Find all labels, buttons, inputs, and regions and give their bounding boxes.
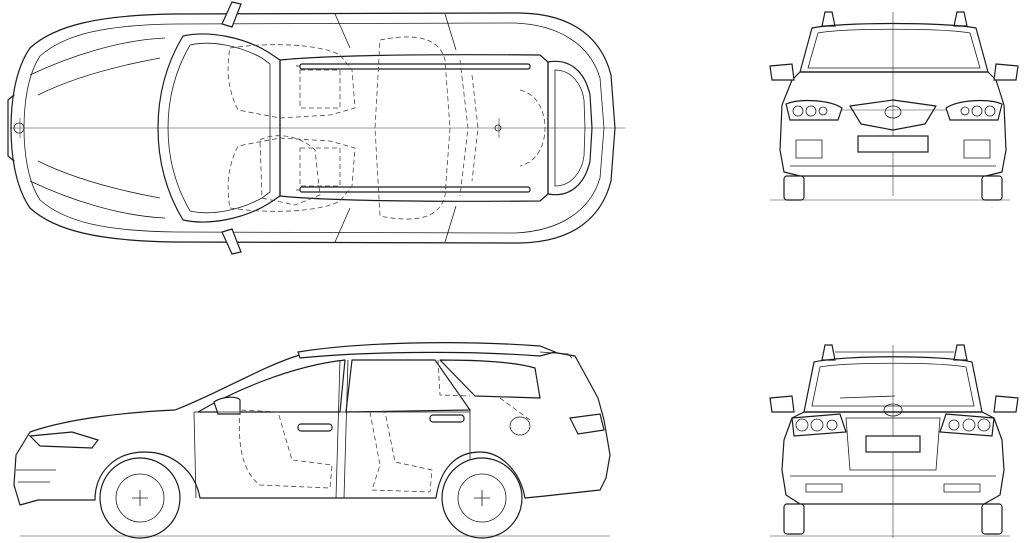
side-headlight	[28, 431, 99, 449]
side-seat-front	[238, 409, 333, 489]
rear-logo-icon	[883, 403, 903, 417]
front-body-outline	[779, 71, 1007, 177]
front-windshield	[799, 22, 989, 73]
rear-license-plate	[865, 435, 921, 453]
side-tail-light	[569, 413, 605, 435]
front-headlight-right	[945, 99, 1003, 121]
front-tire-left	[783, 175, 805, 201]
rear-view	[769, 344, 1019, 538]
top-rear-seat	[374, 36, 451, 220]
top-front-seat-left	[227, 44, 356, 119]
side-door-handle-rear	[429, 414, 465, 423]
front-logo-icon	[884, 105, 902, 119]
side-fuel-cap	[509, 416, 531, 436]
side-body-outline	[13, 345, 611, 506]
rear-window	[803, 356, 983, 413]
top-view	[7, 1, 625, 255]
front-mirror-left	[769, 63, 795, 81]
rear-tire-left	[783, 503, 805, 535]
front-mirror-right	[993, 63, 1019, 81]
top-mirror-left	[221, 1, 242, 28]
side-door-handle-front	[297, 423, 333, 432]
front-view	[769, 11, 1019, 201]
side-seat-rear	[369, 411, 433, 493]
rear-tail-light-right	[939, 413, 995, 437]
top-body-outline	[10, 12, 616, 244]
top-windshield	[157, 33, 281, 223]
rear-body-outline	[781, 411, 1005, 505]
side-window-quarter	[439, 359, 541, 399]
top-front-seat-right	[227, 137, 356, 212]
front-license-plate	[857, 135, 929, 153]
rear-mirror-right	[993, 395, 1019, 413]
front-headlight-left	[785, 99, 843, 121]
side-view	[13, 342, 611, 539]
side-mirror	[213, 396, 241, 415]
front-tire-right	[981, 175, 1003, 201]
side-window-rear	[345, 359, 471, 413]
side-roof-rail	[297, 342, 557, 359]
rear-mirror-left	[769, 395, 795, 413]
side-wheel-front	[99, 457, 181, 539]
rear-tire-right	[981, 503, 1003, 535]
side-wheel-rear	[441, 457, 523, 539]
top-mirror-right	[221, 228, 242, 255]
rear-tail-light-left	[791, 413, 847, 437]
top-rear-window	[547, 60, 593, 196]
front-grille	[849, 99, 937, 131]
